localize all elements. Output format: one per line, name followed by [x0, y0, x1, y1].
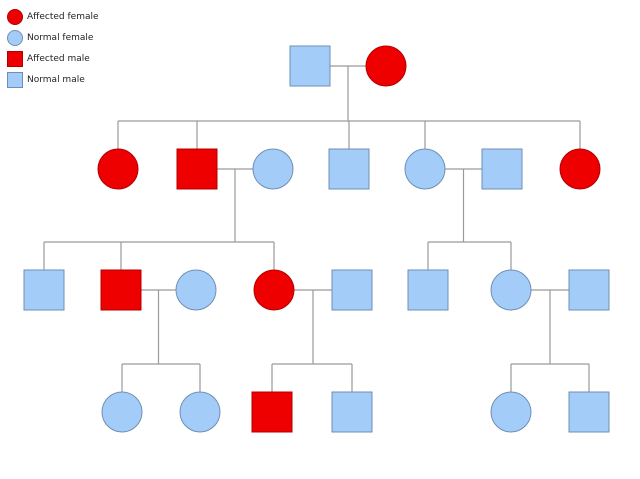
legend-item-normal-male: Normal male: [7, 69, 99, 90]
normal-female-symbol-icon: [7, 29, 23, 46]
normal-female-g4-daughter-1: [101, 391, 143, 433]
normal-male-symbol-icon: [7, 71, 23, 88]
legend-label: Normal female: [27, 32, 94, 43]
legend-item-normal-female: Normal female: [7, 27, 99, 48]
normal-female-g3-daughter-e: [490, 269, 532, 311]
normal-female-g3-son-b-wife: [175, 269, 217, 311]
normal-male-g3-son-d: [407, 269, 449, 311]
legend-label: Affected male: [27, 53, 90, 64]
legend-label: Normal male: [27, 74, 85, 85]
legend-item-affected-female: Affected female: [7, 6, 99, 27]
affected-male-g4-son-3: [251, 391, 293, 433]
pedigree-lines: [43, 65, 590, 392]
legend: Affected female Normal female Affected m…: [7, 6, 99, 90]
affected-female-g3-daughter-c: [253, 269, 295, 311]
normal-male-g4-son-6: [568, 391, 610, 433]
normal-female-g2-son-1-wife: [252, 148, 294, 190]
legend-label: Affected female: [27, 11, 99, 22]
normal-male-g2-daughter-2-husband: [481, 148, 523, 190]
affected-female-g1-mother: [365, 45, 407, 87]
normal-female-g2-daughter-2: [404, 148, 446, 190]
affected-male-symbol-icon: [7, 50, 23, 67]
normal-male-g3-daughter-c-husband: [331, 269, 373, 311]
normal-male-g3-son-a: [23, 269, 65, 311]
normal-female-g4-daughter-5: [490, 391, 532, 433]
affected-male-g3-son-b: [100, 269, 142, 311]
affected-male-g2-son-1: [176, 148, 218, 190]
normal-male-g2-son-2: [328, 148, 370, 190]
legend-item-affected-male: Affected male: [7, 48, 99, 69]
normal-female-g4-daughter-2: [179, 391, 221, 433]
normal-male-g3-daughter-e-husband: [568, 269, 610, 311]
normal-male-g4-son-4: [331, 391, 373, 433]
affected-female-g2-daughter-1: [97, 148, 139, 190]
affected-female-g2-daughter-3: [559, 148, 601, 190]
affected-female-symbol-icon: [7, 8, 23, 25]
normal-male-g1-father: [289, 45, 331, 87]
pedigree-individuals: [23, 45, 610, 433]
